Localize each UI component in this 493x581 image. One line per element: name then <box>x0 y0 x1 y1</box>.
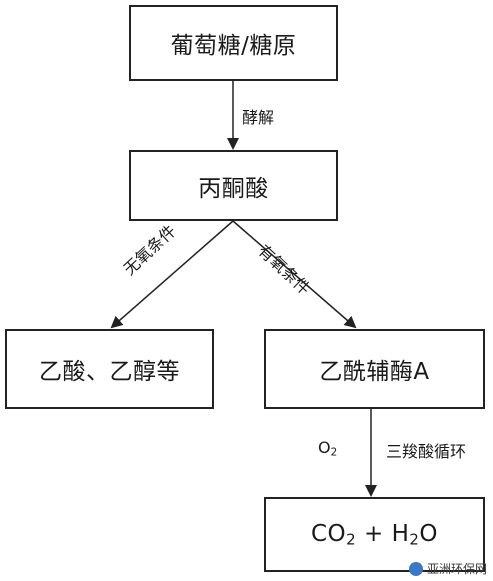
h2o-subscript: 2 <box>409 530 420 549</box>
o2-main: O <box>318 438 331 457</box>
watermark: 亚洲环保网 <box>408 560 487 577</box>
node-acetic-label: 乙酸、乙醇等 <box>39 359 180 385</box>
node-glucose-glycogen: 葡萄糖/糖原 <box>129 5 338 81</box>
node-co2-h2o-label: CO2 + H2O <box>311 521 438 549</box>
node-pyruvate-label: 丙酮酸 <box>198 175 269 202</box>
o2-subscript: 2 <box>330 446 338 459</box>
h2o-end: O <box>419 520 438 547</box>
co2-main: CO <box>310 520 347 547</box>
edge-label-glycolysis: 酵解 <box>242 108 275 127</box>
logo-icon <box>408 561 423 576</box>
node-co2-h2o: CO2 + H2O <box>264 497 485 572</box>
node-acetyl-label: 乙酰辅酶A <box>319 359 430 385</box>
co2-subscript: 2 <box>346 530 357 549</box>
edge-pyruvate-to-acetic <box>110 220 234 329</box>
edge-label-o2: O2 <box>318 438 337 459</box>
edge-label-tca-cycle: 三羧酸循环 <box>386 442 467 461</box>
node-acetic-ethanol: 乙酸、乙醇等 <box>5 329 214 409</box>
node-pyruvate: 丙酮酸 <box>129 150 338 221</box>
node-glucose-label: 葡萄糖/糖原 <box>170 33 297 59</box>
edge-pyruvate-to-acetyl <box>232 220 357 329</box>
co2-mid: + H <box>356 520 410 547</box>
node-acetyl-coa: 乙酰辅酶A <box>264 329 485 409</box>
watermark-text: 亚洲环保网 <box>426 562 487 576</box>
